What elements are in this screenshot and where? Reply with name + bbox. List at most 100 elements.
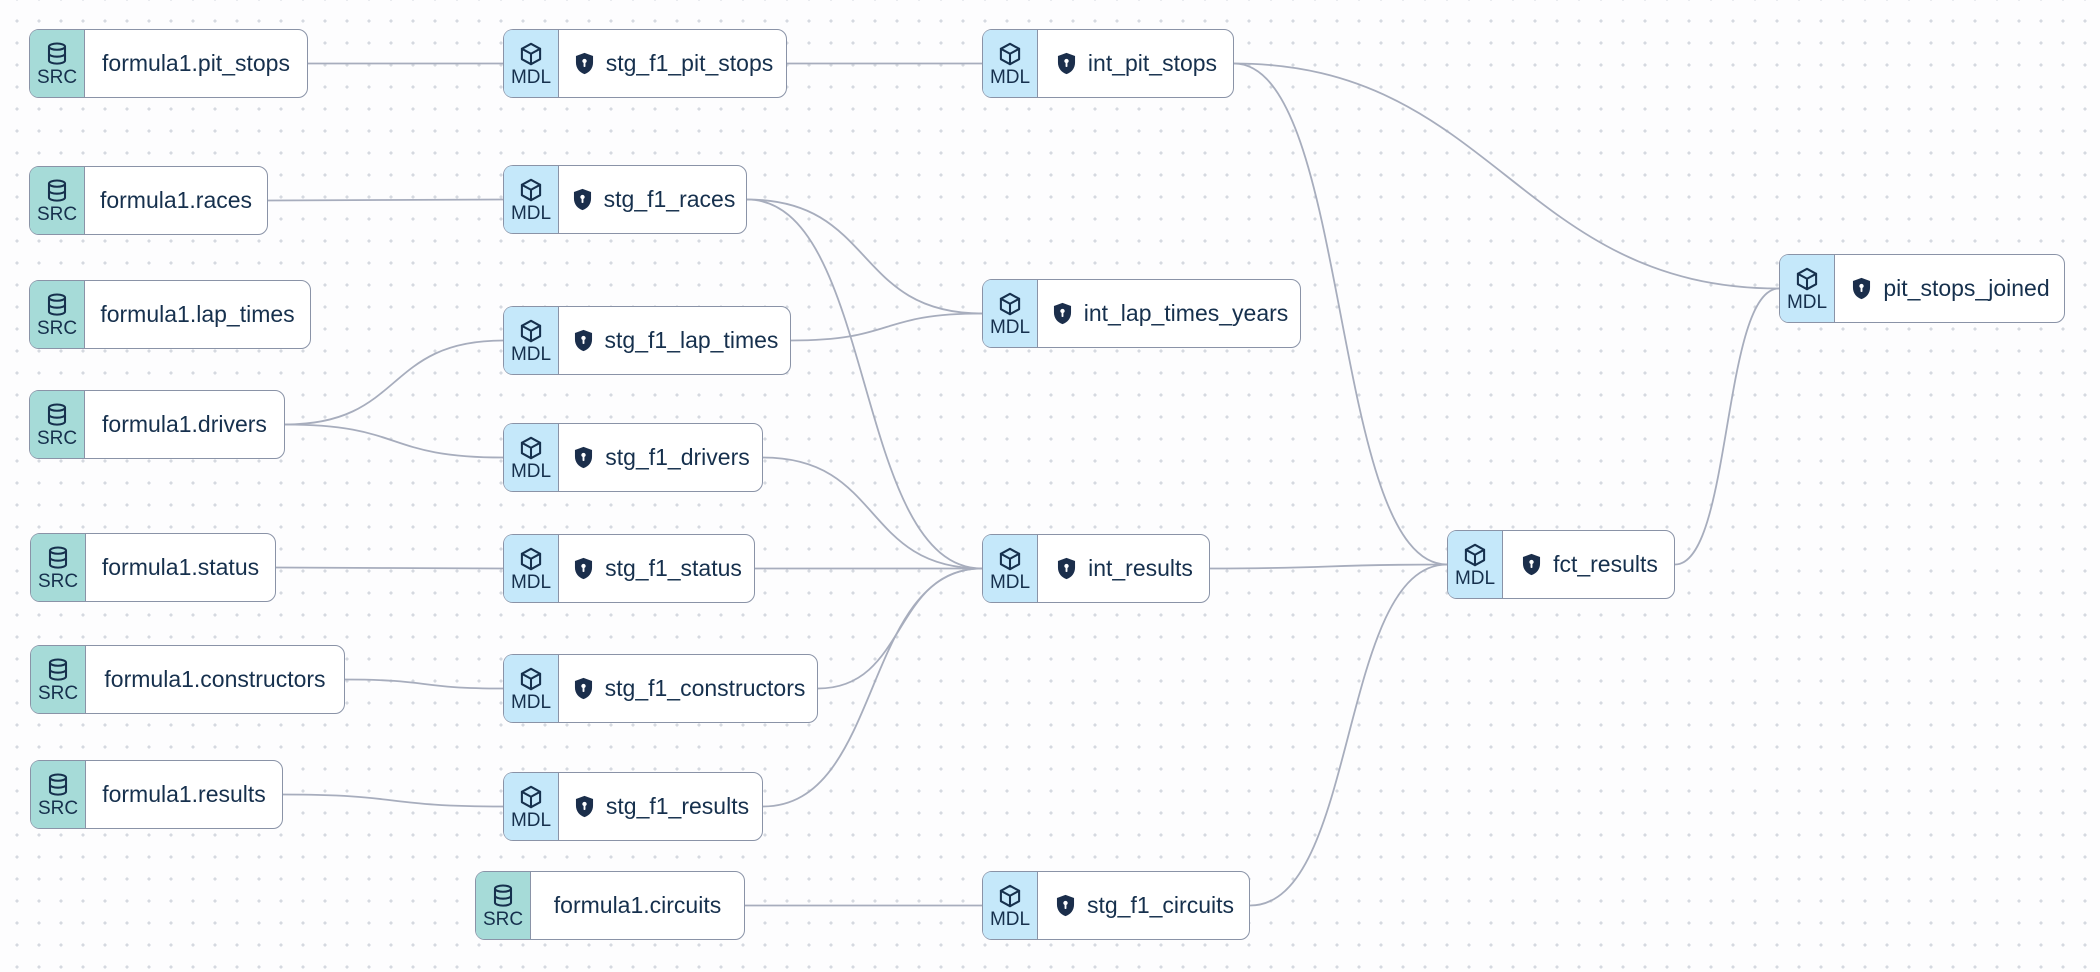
node-type-label: MDL bbox=[510, 571, 552, 593]
node-src-circuits[interactable]: SRC formula1.circuits bbox=[475, 871, 745, 940]
node-type-badge: MDL bbox=[983, 872, 1038, 939]
node-body: stg_f1_races bbox=[559, 166, 746, 233]
cube-icon bbox=[518, 435, 544, 461]
node-pit-stops-joined[interactable]: MDL pit_stops_joined bbox=[1779, 254, 2065, 323]
cube-icon bbox=[518, 41, 544, 67]
node-type-badge: MDL bbox=[1780, 255, 1835, 322]
shield-icon bbox=[1519, 552, 1544, 577]
database-icon bbox=[44, 402, 70, 428]
cube-icon bbox=[518, 666, 544, 692]
node-type-label: SRC bbox=[36, 317, 78, 339]
node-type-label: SRC bbox=[37, 797, 79, 819]
node-body: formula1.lap_times bbox=[85, 281, 310, 348]
edge-stg_lap_times-to-int_lap_times_years bbox=[790, 312, 983, 342]
node-type-label: MDL bbox=[989, 908, 1031, 930]
node-src-lap-times[interactable]: SRC formula1.lap_times bbox=[29, 280, 311, 349]
node-fct-results[interactable]: MDL fct_results bbox=[1447, 530, 1675, 599]
node-src-constructors[interactable]: SRC formula1.constructors bbox=[30, 645, 345, 714]
node-type-badge: MDL bbox=[1448, 531, 1503, 598]
cube-icon bbox=[518, 546, 544, 572]
cube-icon bbox=[997, 883, 1023, 909]
node-type-badge: MDL bbox=[504, 307, 559, 374]
node-type-badge: SRC bbox=[31, 761, 86, 828]
cube-icon bbox=[1794, 266, 1820, 292]
node-label: stg_f1_circuits bbox=[1086, 892, 1234, 918]
edge-src_constructors-to-stg_constructors bbox=[344, 678, 504, 690]
shield-icon bbox=[572, 51, 597, 76]
node-type-badge: SRC bbox=[476, 872, 531, 939]
node-int-lap-times-years[interactable]: MDL int_lap_times_years bbox=[982, 279, 1301, 348]
node-stg-pit-stops[interactable]: MDL stg_f1_pit_stops bbox=[503, 29, 787, 98]
node-type-label: SRC bbox=[482, 908, 524, 930]
node-type-badge: MDL bbox=[983, 535, 1038, 602]
node-body: fct_results bbox=[1503, 531, 1674, 598]
node-src-drivers[interactable]: SRC formula1.drivers bbox=[29, 390, 285, 459]
node-body: stg_f1_pit_stops bbox=[559, 30, 786, 97]
cube-icon bbox=[997, 546, 1023, 572]
node-type-badge: SRC bbox=[30, 167, 85, 234]
node-stg-lap-times[interactable]: MDL stg_f1_lap_times bbox=[503, 306, 791, 375]
node-type-badge: MDL bbox=[504, 30, 559, 97]
node-src-pit-stops[interactable]: SRC formula1.pit_stops bbox=[29, 29, 308, 98]
node-type-label: MDL bbox=[510, 691, 552, 713]
edge-stg_races-to-int_lap_times_years bbox=[746, 198, 983, 315]
node-stg-results[interactable]: MDL stg_f1_results bbox=[503, 772, 763, 841]
node-type-label: SRC bbox=[36, 66, 78, 88]
node-type-label: MDL bbox=[989, 66, 1031, 88]
node-type-badge: MDL bbox=[504, 655, 559, 722]
node-stg-circuits[interactable]: MDL stg_f1_circuits bbox=[982, 871, 1250, 940]
node-stg-races[interactable]: MDL stg_f1_races bbox=[503, 165, 747, 234]
edge-src_status-to-stg_status bbox=[275, 566, 504, 570]
node-label: pit_stops_joined bbox=[1883, 275, 2050, 301]
cube-icon bbox=[1462, 542, 1488, 568]
edge-src_drivers-to-stg_drivers bbox=[284, 423, 504, 459]
node-type-badge: MDL bbox=[504, 773, 559, 840]
node-type-badge: SRC bbox=[31, 534, 86, 601]
node-body: formula1.circuits bbox=[531, 872, 744, 939]
node-int-pit-stops[interactable]: MDL int_pit_stops bbox=[982, 29, 1234, 98]
node-label: formula1.results bbox=[102, 781, 266, 807]
node-type-label: SRC bbox=[36, 203, 78, 225]
node-type-badge: SRC bbox=[30, 391, 85, 458]
node-int-results[interactable]: MDL int_results bbox=[982, 534, 1210, 603]
node-body: stg_f1_drivers bbox=[559, 424, 762, 491]
node-type-label: MDL bbox=[510, 809, 552, 831]
node-label: formula1.pit_stops bbox=[102, 50, 290, 76]
node-body: stg_f1_circuits bbox=[1038, 872, 1249, 939]
node-type-badge: MDL bbox=[504, 535, 559, 602]
shield-icon bbox=[571, 676, 596, 701]
shield-icon bbox=[570, 187, 595, 212]
edge-stg_circuits-to-fct_results bbox=[1249, 563, 1448, 907]
cube-icon bbox=[997, 291, 1023, 317]
database-icon bbox=[45, 657, 71, 683]
node-label: formula1.circuits bbox=[553, 892, 722, 918]
node-type-badge: SRC bbox=[30, 281, 85, 348]
node-label: stg_f1_status bbox=[605, 555, 742, 581]
node-body: stg_f1_status bbox=[559, 535, 754, 602]
node-stg-status[interactable]: MDL stg_f1_status bbox=[503, 534, 755, 603]
cube-icon bbox=[518, 318, 544, 344]
database-icon bbox=[44, 292, 70, 318]
node-label: stg_f1_constructors bbox=[604, 675, 806, 701]
node-src-status[interactable]: SRC formula1.status bbox=[30, 533, 276, 602]
node-label: formula1.drivers bbox=[102, 411, 267, 437]
node-type-label: MDL bbox=[510, 460, 552, 482]
node-src-races[interactable]: SRC formula1.races bbox=[29, 166, 268, 235]
cube-icon bbox=[518, 784, 544, 810]
node-label: stg_f1_pit_stops bbox=[605, 50, 774, 76]
node-label: int_lap_times_years bbox=[1083, 300, 1289, 326]
node-stg-constructors[interactable]: MDL stg_f1_constructors bbox=[503, 654, 818, 723]
edge-src_results-to-stg_results bbox=[282, 793, 504, 808]
shield-icon bbox=[1053, 893, 1078, 918]
node-body: formula1.results bbox=[86, 761, 282, 828]
edge-src_races-to-stg_races bbox=[267, 198, 504, 202]
node-src-results[interactable]: SRC formula1.results bbox=[30, 760, 283, 829]
node-body: formula1.status bbox=[86, 534, 275, 601]
edge-stg_drivers-to-int_results bbox=[762, 456, 983, 570]
node-stg-drivers[interactable]: MDL stg_f1_drivers bbox=[503, 423, 763, 492]
node-type-label: SRC bbox=[37, 682, 79, 704]
node-body: int_results bbox=[1038, 535, 1209, 602]
node-label: stg_f1_results bbox=[605, 793, 750, 819]
